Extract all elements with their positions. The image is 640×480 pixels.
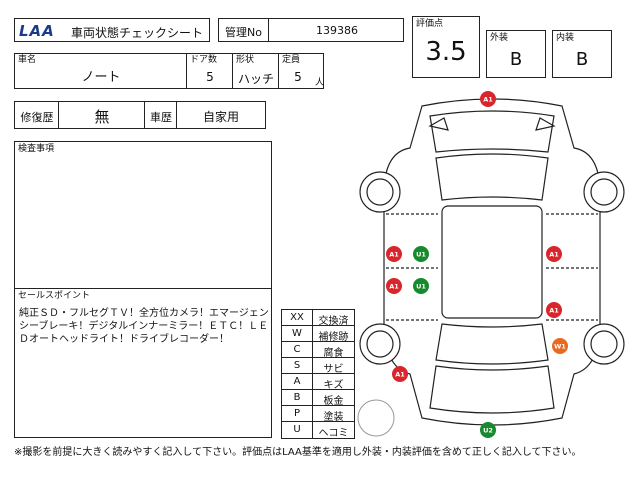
legend-code: B bbox=[293, 392, 301, 403]
svg-text:A1: A1 bbox=[389, 283, 399, 291]
exterior-label: 外装 bbox=[490, 33, 509, 43]
inspection-box: 検査事項 bbox=[14, 141, 272, 289]
header-title-box: LAA 車両状態チェックシート bbox=[14, 18, 210, 42]
damage-marker-u2: U2 bbox=[480, 422, 496, 438]
interior-box: 内装 B bbox=[552, 30, 612, 78]
footer-note: ※撮影を前提に大きく読みやすく記入して下さい。評価点はLAA基準を適用し外装・内… bbox=[14, 447, 582, 458]
interior-label: 内装 bbox=[556, 33, 575, 43]
doors-label: ドア数 bbox=[190, 55, 218, 65]
svg-text:U2: U2 bbox=[483, 427, 493, 435]
capacity-value: 5 bbox=[294, 70, 302, 84]
legend-row: P 塗装 bbox=[282, 406, 354, 423]
score-box: 評価点 3.5 bbox=[412, 16, 480, 78]
legend-description: 塗装 bbox=[323, 412, 344, 423]
damage-marker-a1: A1 bbox=[480, 91, 496, 107]
svg-text:A1: A1 bbox=[395, 371, 405, 379]
legend-code: XX bbox=[290, 312, 304, 323]
capacity-label: 定員 bbox=[282, 55, 301, 65]
sales-text: 純正ＳＤ・フルセグＴＶ！全方位カメラ！エマージェンシーブレーキ！デジタルインナー… bbox=[19, 308, 269, 345]
score-value: 3.5 bbox=[425, 37, 467, 67]
laa-logo: LAA bbox=[19, 22, 55, 40]
damage-marker-u1: U1 bbox=[413, 246, 429, 262]
legend-code: U bbox=[293, 424, 301, 435]
svg-text:A1: A1 bbox=[389, 251, 399, 259]
legend-row: B 板金 bbox=[282, 390, 354, 407]
legend-row: XX 交換済 bbox=[282, 310, 354, 327]
legend-description: ヘコミ bbox=[318, 428, 349, 439]
exterior-box: 外装 B bbox=[486, 30, 546, 78]
mgmt-number: 139386 bbox=[316, 24, 358, 37]
legend-description: 交換済 bbox=[318, 316, 349, 327]
vehicle-row: 車名 ノート ドア数 5 形状 ハッチ 定員 5 人 bbox=[14, 53, 324, 89]
inspection-label: 検査事項 bbox=[18, 144, 55, 154]
legend-row: S サビ bbox=[282, 358, 354, 375]
legend-row: C 腐食 bbox=[282, 342, 354, 359]
repair-label: 修復歴 bbox=[20, 111, 54, 124]
management-box: 管理No 139386 bbox=[218, 18, 404, 42]
legend-row: A キズ bbox=[282, 374, 354, 391]
damage-marker-w1: W1 bbox=[552, 338, 568, 354]
legend-description: 補修跡 bbox=[318, 332, 349, 343]
svg-text:U1: U1 bbox=[416, 283, 426, 291]
exterior-grade: B bbox=[509, 49, 523, 70]
damage-marker-a1: A1 bbox=[386, 278, 402, 294]
legend-description: 腐食 bbox=[323, 348, 344, 359]
shape-label: 形状 bbox=[236, 55, 255, 65]
vehicle-name-label: 車名 bbox=[18, 55, 37, 65]
legend-row: U ヘコミ bbox=[282, 422, 354, 439]
interior-grade: B bbox=[575, 49, 589, 70]
svg-text:W1: W1 bbox=[554, 343, 566, 351]
legend-code: W bbox=[292, 328, 302, 339]
svg-text:A1: A1 bbox=[483, 96, 493, 104]
legend-description: サビ bbox=[323, 364, 344, 375]
mgmt-label: 管理No bbox=[225, 26, 262, 39]
spare-tire-circle bbox=[357, 399, 395, 437]
legend-code: C bbox=[293, 344, 301, 355]
shape-value: ハッチ bbox=[237, 72, 274, 86]
score-label: 評価点 bbox=[416, 19, 444, 29]
doors-value: 5 bbox=[206, 70, 214, 84]
legend-code: A bbox=[293, 376, 301, 387]
damage-marker-a1: A1 bbox=[386, 246, 402, 262]
legend-row: W 補修跡 bbox=[282, 326, 354, 343]
sales-label: セールスポイント bbox=[18, 291, 91, 301]
legend-code: P bbox=[293, 408, 301, 419]
damage-marker-a1: A1 bbox=[546, 302, 562, 318]
usage-label: 車歴 bbox=[150, 111, 172, 124]
svg-text:A1: A1 bbox=[549, 251, 559, 259]
legend-code: S bbox=[293, 360, 301, 371]
damage-marker-a1: A1 bbox=[392, 366, 408, 382]
usage-value: 自家用 bbox=[202, 110, 239, 124]
legend-table: XX 交換済 W 補修跡 C 腐食 S サビ A キズ B 板金 P 塗装 U ヘコミ bbox=[281, 309, 355, 439]
legend-description: 板金 bbox=[323, 396, 344, 407]
damage-marker-u1: U1 bbox=[413, 278, 429, 294]
damage-marker-a1: A1 bbox=[546, 246, 562, 262]
svg-text:A1: A1 bbox=[549, 307, 559, 315]
sales-box: セールスポイント 純正ＳＤ・フルセグＴＶ！全方位カメラ！エマージェンシーブレーキ… bbox=[14, 288, 272, 438]
svg-text:U1: U1 bbox=[416, 251, 426, 259]
repair-value: 無 bbox=[94, 108, 110, 126]
vehicle-name: ノート bbox=[81, 70, 121, 85]
capacity-unit: 人 bbox=[315, 78, 325, 88]
history-row: 修復歴 無 車歴 自家用 bbox=[14, 101, 266, 129]
legend-description: キズ bbox=[323, 380, 344, 391]
sheet-title: 車両状態チェックシート bbox=[71, 26, 204, 40]
